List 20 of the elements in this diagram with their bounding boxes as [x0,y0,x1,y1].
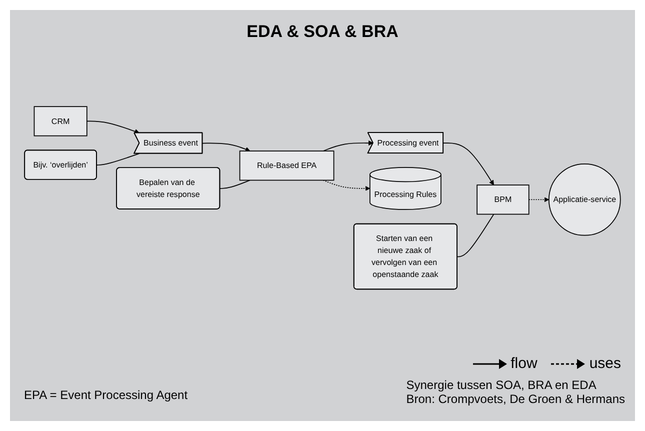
arrow [322,140,374,152]
node-box [34,106,88,136]
source-note: Bron: Crompvoets, De Groen & Hermans [406,392,625,406]
legend-text: uses [589,355,621,372]
arrow [442,142,494,186]
diagram-title: EDA & SOA & BRA [246,22,400,42]
legend-text: flow [510,355,538,372]
arrow [322,180,370,192]
connector [220,180,250,190]
arrow [86,120,140,134]
node-circle [548,164,621,236]
connector [96,153,140,166]
arrow [202,142,250,152]
abbreviation-note: EPA = Event Processing Agent [24,388,188,402]
flow-diagram: CRM Business event Rule-Based EPA Processing event BPM Processing Rules Applicatie-service Bepalen van de vereiste response Bijv. ‘overlijden’ Starten van een nieuwe zaak of vervolgen van een openstaande zaak [20,102,625,294]
node-box [476,184,530,215]
figure-caption-note: Synergie tussen SOA, BRA en EDA [406,378,598,392]
node-box [239,150,334,181]
connector [456,214,494,258]
arrow [528,197,550,202]
